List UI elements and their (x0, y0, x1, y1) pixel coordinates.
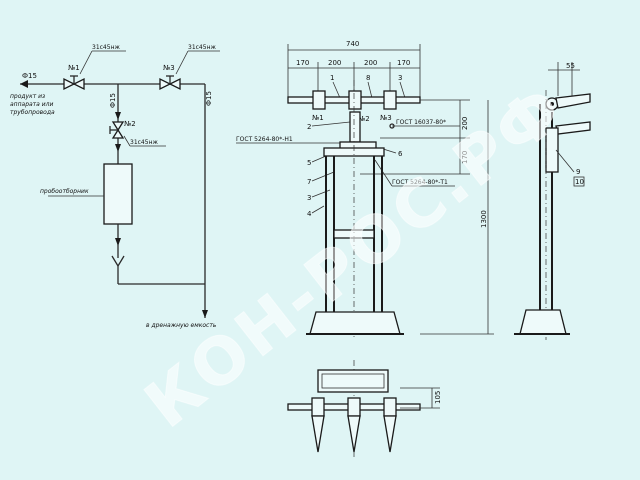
front-valve1: №1 (312, 114, 324, 122)
top-frame (317, 369, 389, 393)
top-spout-3 (383, 415, 397, 453)
top-valve-2 (347, 397, 361, 417)
callout-5: 5 (307, 159, 311, 167)
drain-label: в дренажную емкость (146, 322, 217, 329)
callout-6: 6 (398, 150, 403, 158)
callout-1: 1 (330, 74, 334, 82)
callout-9: 9 (576, 168, 580, 176)
front-sampler (349, 111, 361, 143)
valve-3-label: №3 (163, 64, 175, 72)
source-text-line3: трубопровода (10, 109, 55, 116)
valve-2-label: №2 (124, 120, 136, 128)
valve-3-code: 31с45нж (188, 44, 216, 51)
top-view: 105 (287, 360, 442, 460)
valve-3-body (383, 90, 397, 110)
flow-arrow-3-icon (115, 238, 121, 246)
valve-2-icon (109, 121, 125, 139)
valve-2-code: 31с45нж (130, 139, 158, 146)
top-spout-1 (311, 415, 325, 453)
valve-2-body (348, 90, 362, 110)
dim-105: 105 (434, 391, 442, 404)
source-text-line2: аппарата или (10, 101, 53, 108)
dim-200-a: 200 (328, 59, 341, 67)
callout-3-left: 3 (307, 194, 311, 202)
phi15-mid-label: Ф15 (109, 93, 117, 108)
phi15-left-label: Ф15 (22, 72, 37, 80)
front-valve3: №3 (380, 114, 392, 122)
flow-arrow-2-icon (115, 144, 121, 152)
sampler-label: пробоотборник (40, 188, 89, 195)
inlet-arrow-icon (20, 80, 28, 88)
top-valve-1 (311, 397, 325, 417)
gost-5264-h1: ГОСТ 5264-80*-Н1 (236, 136, 293, 143)
valve-3-icon (159, 75, 181, 91)
dim-55: 55 (566, 62, 575, 70)
callout-4: 4 (307, 210, 312, 218)
dim-200-b: 200 (364, 59, 377, 67)
source-text-line1: продукт из (10, 93, 45, 100)
drain-arrow-icon (202, 310, 208, 318)
top-spout-2 (347, 415, 361, 453)
gost-5264-t1: ГОСТ 5264-80*-Т1 (392, 179, 448, 186)
sampler-vessel (103, 163, 133, 225)
piping-schematic: Ф15 продукт из аппарата или трубопровода… (10, 44, 220, 329)
callout-7: 7 (307, 178, 311, 186)
top-valve-3 (383, 397, 397, 417)
side-base (519, 309, 567, 335)
front-valve2: №2 (358, 115, 370, 123)
flow-arrow-icon (115, 112, 121, 120)
dim-1300: 1300 (480, 210, 488, 228)
callout-10: 10 (575, 178, 584, 186)
dim-170-v: 170 (461, 151, 469, 164)
dim-200-v: 200 (461, 117, 469, 130)
side-view: 55 9 10 (514, 62, 591, 340)
valve-1-body (312, 90, 326, 110)
valve-1-leader (79, 50, 93, 75)
gost-16037: ГОСТ 16037-80* (396, 119, 446, 126)
dim-170-right: 170 (397, 59, 410, 67)
callout-3-top: 3 (398, 74, 402, 82)
dim-740: 740 (346, 40, 359, 48)
side-sampler (545, 127, 559, 173)
valve-1-code: 31с45нж (92, 44, 120, 51)
valve-3-leader (175, 50, 189, 75)
dim-170-left: 170 (296, 59, 309, 67)
callout-8: 8 (366, 74, 370, 82)
valve-1-icon (63, 75, 85, 91)
front-view: 740 170 200 200 170 1 8 3 №1 №2 №3 200 1… (236, 40, 494, 340)
valve-1-label: №1 (68, 64, 80, 72)
phi15-right-label: Ф15 (205, 91, 213, 106)
callout-2: 2 (307, 123, 311, 131)
side-spout (555, 93, 591, 109)
